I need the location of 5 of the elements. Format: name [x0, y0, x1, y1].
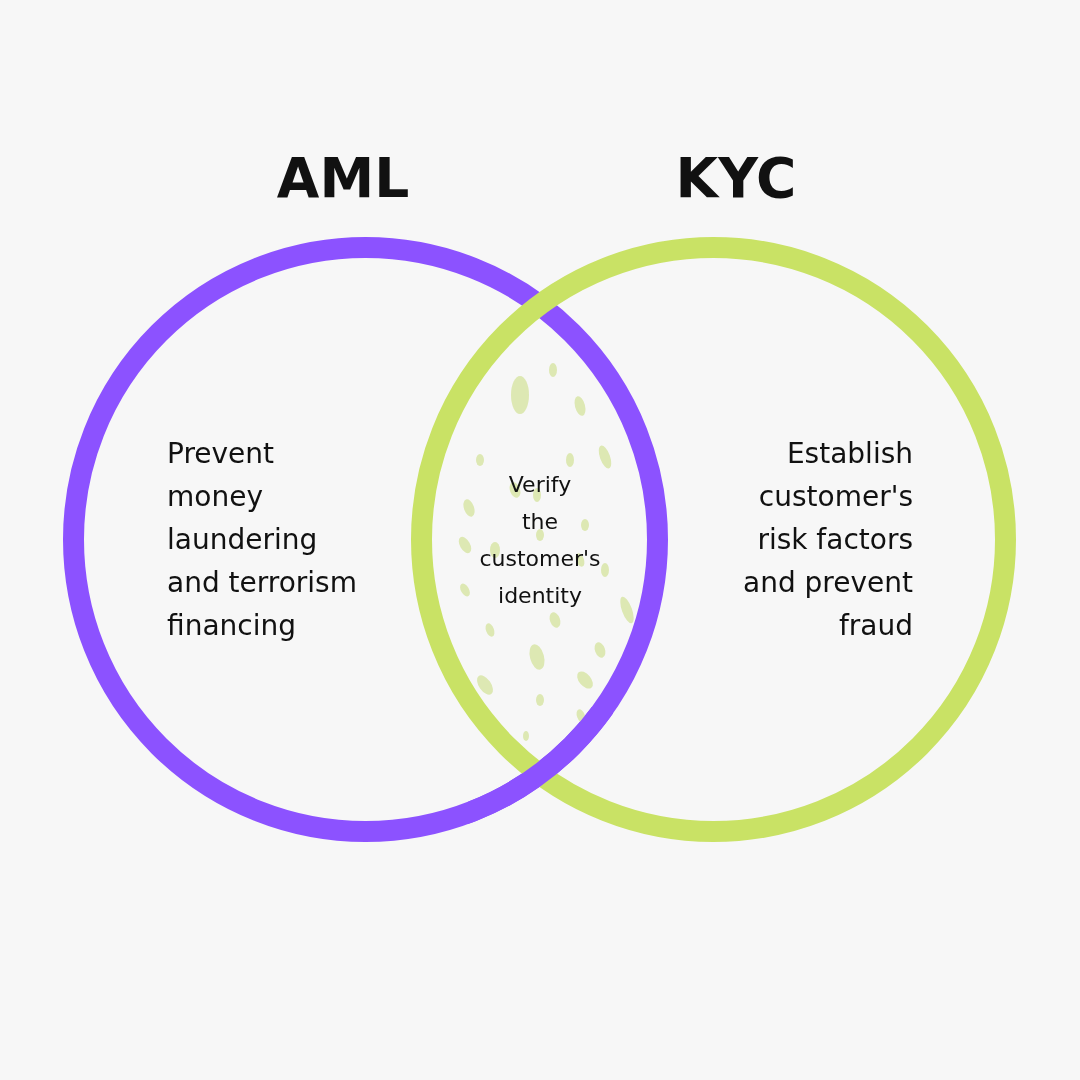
circle-heading: AML — [276, 151, 410, 206]
circle-description: Prevent money laundering and terrorism financing — [167, 436, 358, 644]
overlap-text: Verify the customer's identity — [478, 471, 602, 610]
circle-heading: KYC — [675, 151, 797, 206]
circle-description: Establish customer's risk factors and prevent fraud — [742, 436, 913, 644]
